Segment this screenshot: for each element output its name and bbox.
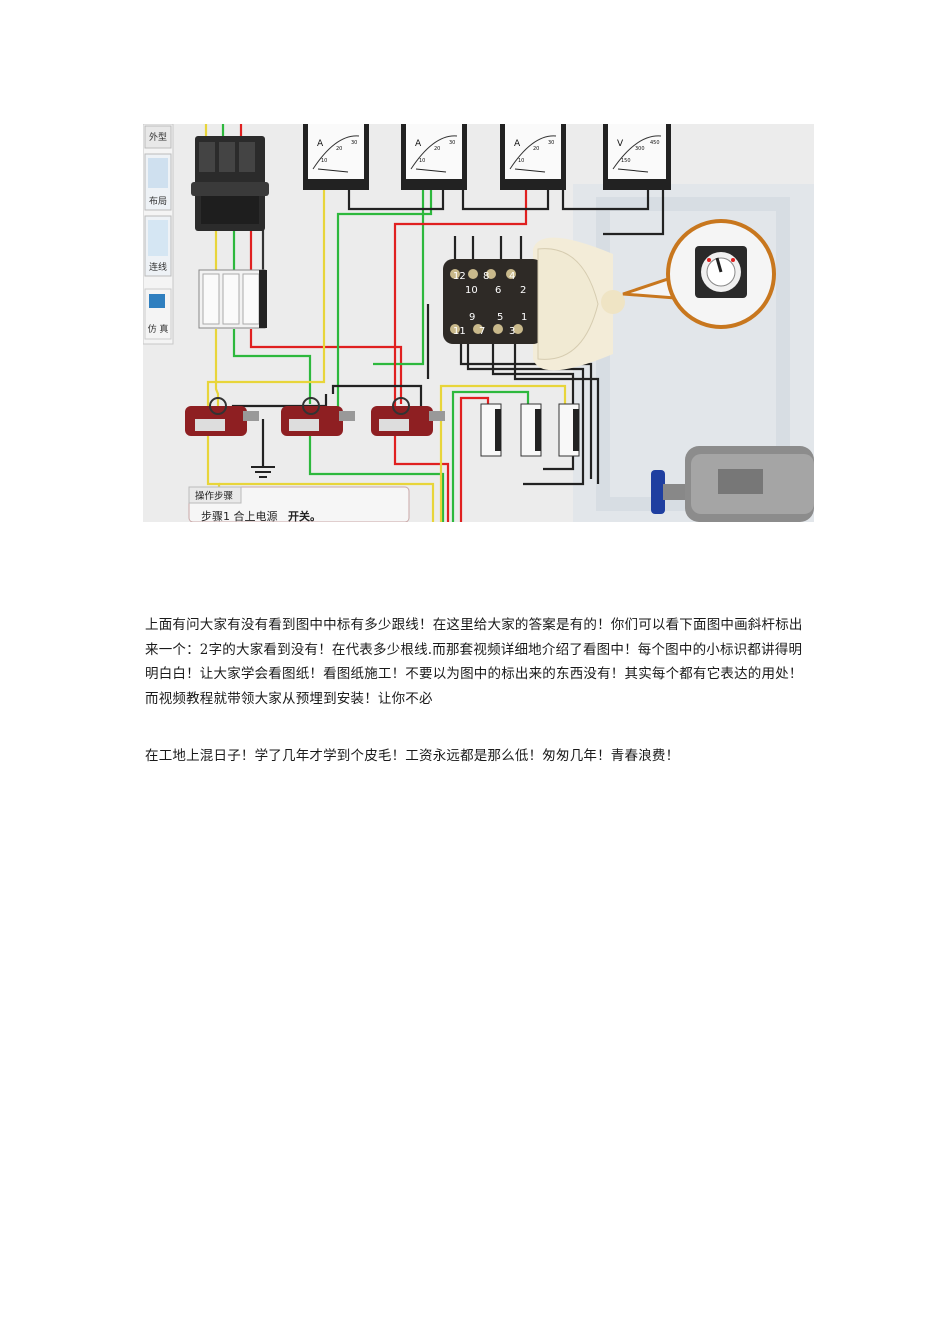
terminal-label: 5: [497, 312, 503, 323]
terminal-label: 3: [509, 326, 515, 337]
terminal-label: 6: [495, 285, 501, 296]
panel-step-text: 步骤1 合上电源: [201, 509, 278, 522]
meter-tick: 450: [650, 140, 660, 146]
meter-unit: V: [617, 139, 624, 149]
knob-pointer-icon: [715, 257, 723, 273]
meter-tick: 20: [533, 146, 539, 152]
sidebar-item-layout[interactable]: 布局: [144, 153, 172, 211]
sidebar: 外型 布局 连线 仿 真: [143, 124, 174, 345]
meter-tick: 150: [621, 158, 631, 164]
operation-steps-panel: 操作步骤 步骤1 合上电源 开关。: [188, 486, 410, 522]
fuse-set-right: [480, 403, 580, 457]
knob-callout: [622, 219, 776, 329]
paragraph-explanation: 上面有问大家有没有看到图中中标有多少跟线！在这里给大家的答案是有的！你们可以看下…: [145, 617, 803, 707]
terminal-label: 8: [483, 271, 489, 282]
terminal-label: 4: [509, 271, 515, 282]
panel-title: 操作步骤: [195, 490, 233, 502]
meter-tick: 30: [449, 140, 455, 146]
selector-switch[interactable]: 12 8 4 10 6 2 9 5 1 11 7 3: [443, 237, 625, 371]
sidebar-label: 布局: [149, 195, 167, 207]
sidebar-label: 仿 真: [148, 323, 169, 335]
monitor-icon: [149, 294, 165, 308]
terminal-label: 2: [520, 285, 526, 296]
voltmeter: V 150 300 450: [603, 124, 671, 190]
current-transformer-2: [281, 397, 355, 436]
meter-tick: 20: [434, 146, 440, 152]
ammeter-3: A 10 20 30: [500, 124, 566, 190]
meter-unit: A: [415, 139, 422, 149]
terminal-label: 12: [453, 271, 466, 282]
sidebar-label: 连线: [149, 261, 167, 273]
meter-tick: 10: [321, 158, 327, 164]
terminal-label: 7: [479, 326, 485, 337]
meter-tick: 30: [548, 140, 554, 146]
current-transformer-3: [371, 397, 445, 436]
meter-unit: A: [317, 139, 324, 149]
ammeter-1: A 10 20 30: [303, 124, 369, 190]
meter-tick: 30: [351, 140, 357, 146]
terminal-label: 1: [521, 312, 527, 323]
fuse-block: [198, 269, 267, 329]
motor: [651, 446, 814, 522]
meter-tick: 10: [518, 158, 524, 164]
current-transformer-1: [185, 397, 259, 436]
sidebar-item-appearance[interactable]: 外型: [144, 125, 172, 149]
sidebar-item-simulate[interactable]: 仿 真: [144, 288, 172, 340]
meter-unit: A: [514, 139, 521, 149]
meter-tick: 20: [336, 146, 342, 152]
ammeter-2: A 10 20 30: [401, 124, 467, 190]
terminal-label: 11: [453, 326, 466, 337]
paragraph-conclusion: 在工地上混日子！学了几年才学到个皮毛！工资永远都是那么低！匆匆几年！青春浪费！: [145, 748, 680, 764]
meter-tick: 300: [635, 146, 645, 152]
meter-tick: 10: [419, 158, 425, 164]
wiring-diagram-figure: 外型 布局 连线 仿 真: [143, 124, 814, 522]
terminal-label: 10: [465, 285, 478, 296]
ground-icon: [251, 466, 275, 478]
sidebar-item-wiring[interactable]: 连线: [144, 215, 172, 277]
panel-step-highlight: 开关。: [288, 509, 321, 522]
terminal-label: 9: [469, 312, 475, 323]
sidebar-label: 外型: [149, 131, 167, 143]
knife-switch[interactable]: [191, 136, 269, 231]
